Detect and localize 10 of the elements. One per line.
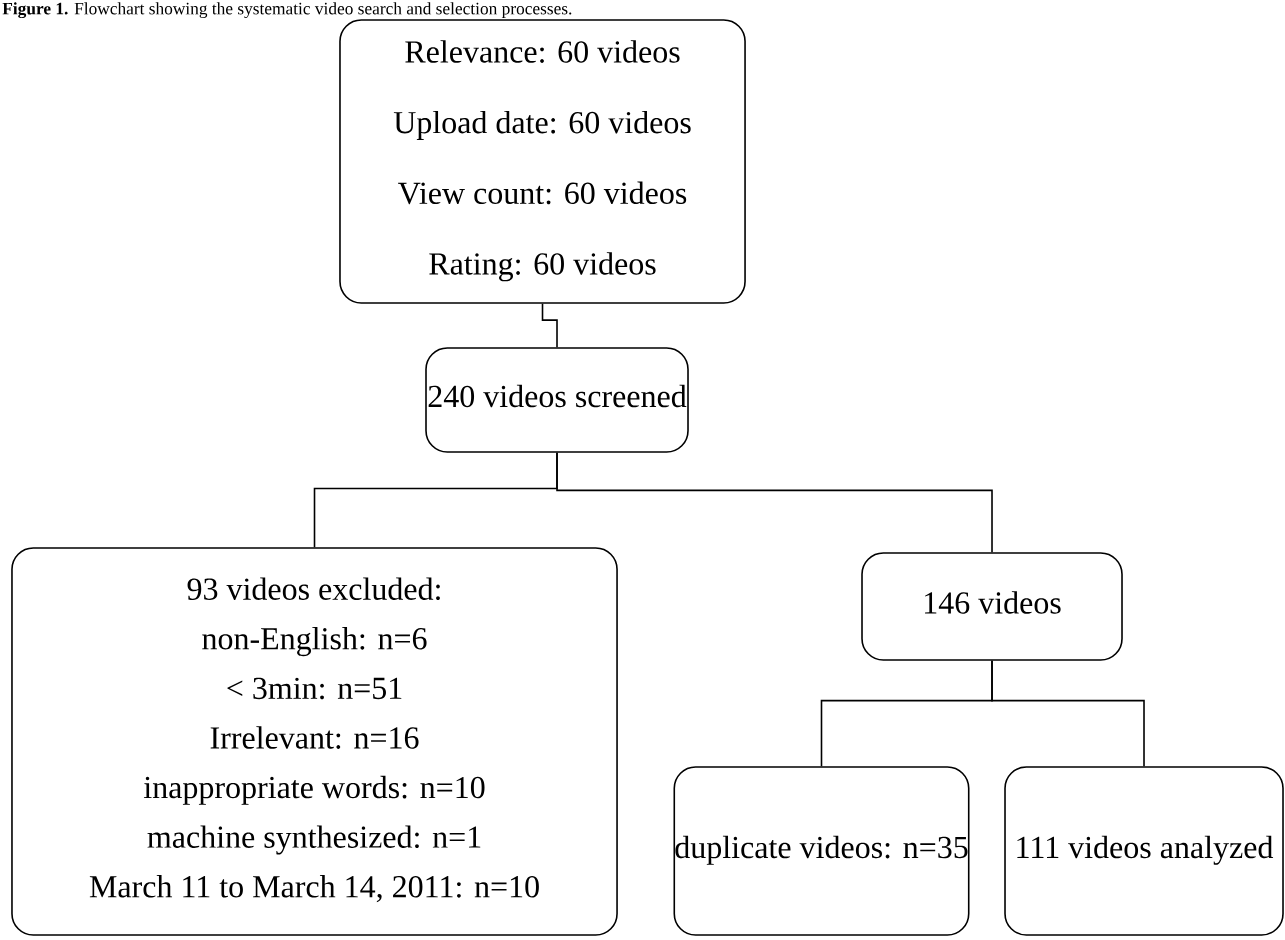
process-box: 240 videos screened [425,347,689,453]
process-box: duplicate videos: n=35 [673,766,970,936]
process-box: Relevance: 60 videos Upload date: 60 videos View count: 60 videos Rating: 60 videos [339,19,746,304]
process-box: 93 videos excluded: non-English: n=6 < 3min: n=51 Irrelevant: n=16 inappropriate words: n=10 machine synthesized: n=1 March 11 to March 14, 2011: n=10 [11,547,618,936]
connector-line [991,659,1145,767]
figure-caption: Figure 1. Flowchart showing the systematic video search and selection processes. [2,2,572,19]
connector-line [541,302,558,348]
process-box: 146 videos [861,552,1123,661]
connector-line [556,452,993,554]
process-box: 111 videos analyzed [1004,766,1284,936]
